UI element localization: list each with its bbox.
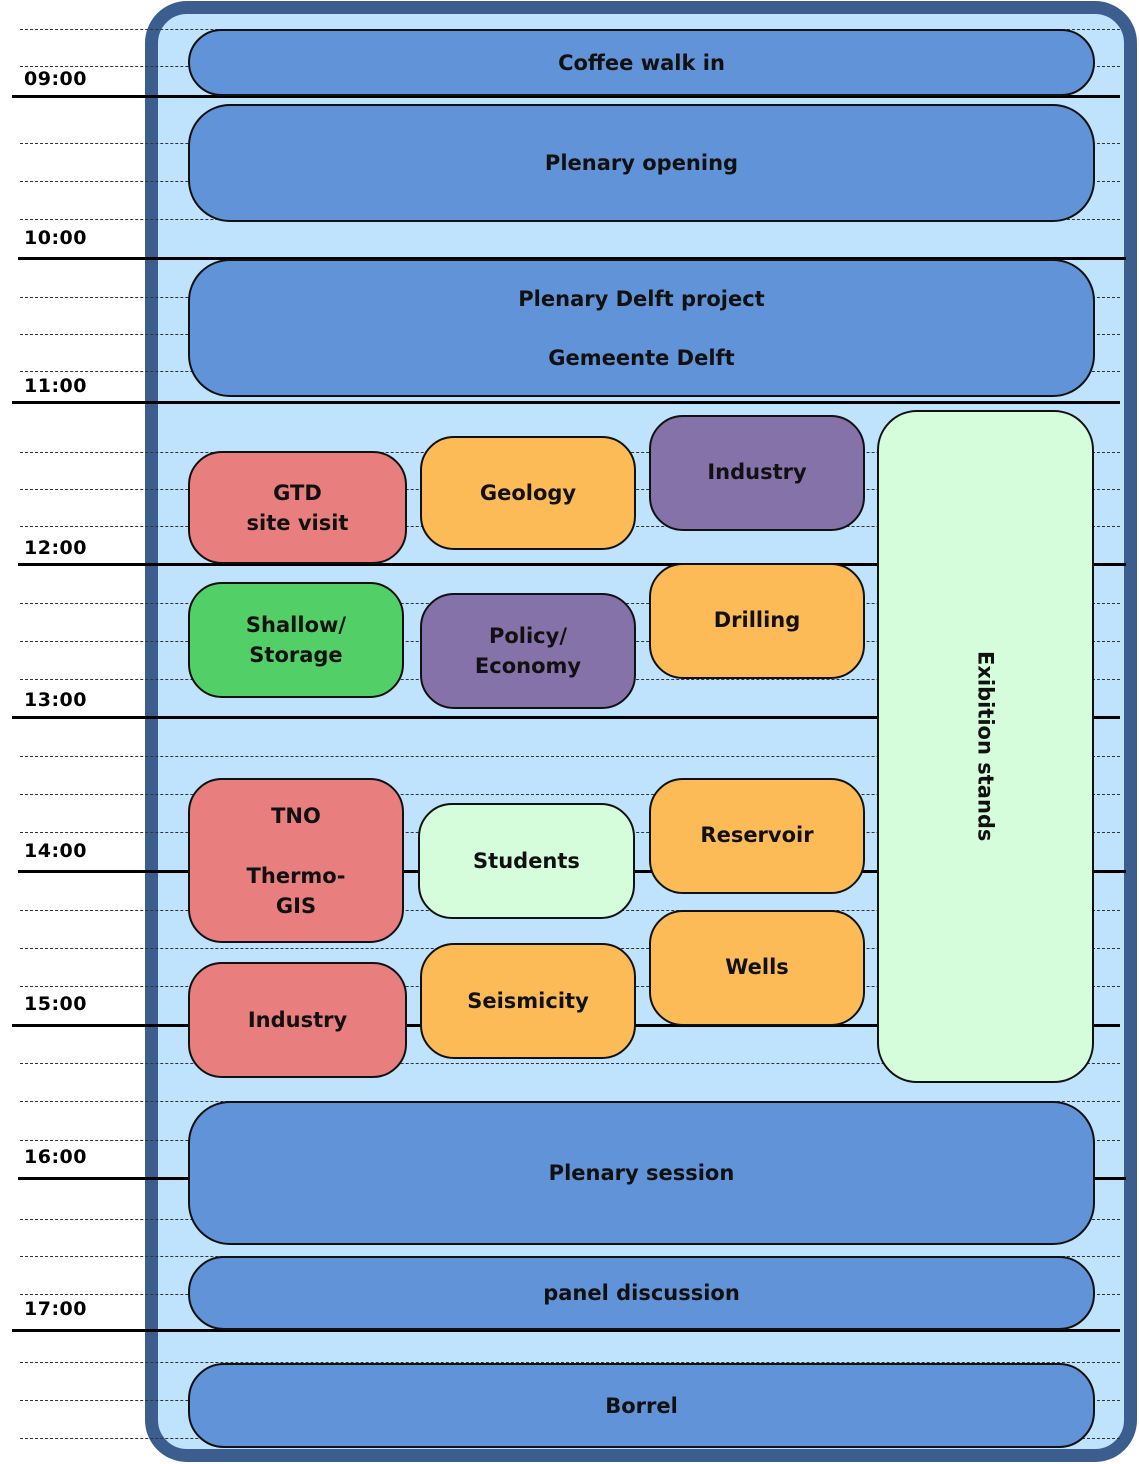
time-label-1700: 17:00 [24,1298,87,1320]
plenary-delft-title: Plenary Delft project [518,286,765,311]
hour-gridline [18,257,1126,260]
quarter-hour-gridline [20,794,1120,795]
time-label-0900: 09:00 [24,68,87,90]
session-label: Policy/ Economy [474,624,582,678]
quarter-hour-gridline [20,1063,1120,1064]
time-label-1500: 15:00 [24,993,87,1015]
session-label: Seismicity [467,989,589,1013]
session-shallow-storage[interactable]: Shallow/ Storage [188,582,404,698]
session-wells[interactable]: Wells [649,910,865,1026]
session-label: Geology [479,481,577,505]
quarter-hour-gridline [20,1362,1120,1363]
session-drilling[interactable]: Drilling [649,563,865,679]
session-label: Wells [725,955,789,979]
session-reservoir[interactable]: Reservoir [649,778,865,894]
coffee-walk-in-label: Coffee walk in [558,50,725,75]
hour-gridline [12,1329,1120,1332]
session-industry-purple[interactable]: Industry [649,415,865,531]
session-tno-thermogis[interactable]: TNO Thermo- GIS [188,778,404,943]
time-label-1000: 10:00 [24,227,87,249]
session-label: GTD site visit [246,480,349,535]
session-policy-economy[interactable]: Policy/ Economy [420,593,636,709]
session-label: Students [473,849,580,873]
session-label: Drilling [713,608,801,632]
hour-gridline [12,401,1120,404]
session-gtd-site-visit[interactable]: GTD site visit [188,451,407,564]
plenary-delft-speaker: Gemeente Delft [548,345,735,370]
exhibition-stands-block[interactable]: Exibition stands [877,410,1094,1083]
borrel-label: Borrel [605,1393,678,1418]
session-label: Reservoir [700,823,814,847]
session-seismicity[interactable]: Seismicity [420,943,636,1059]
time-label-1300: 13:00 [24,689,87,711]
plenary-session-label: Plenary session [548,1161,735,1185]
time-label-1400: 14:00 [24,840,87,862]
session-students[interactable]: Students [418,803,635,919]
session-label: Industry [247,1008,348,1032]
time-label-1200: 12:00 [24,537,87,559]
panel-discussion-block[interactable]: panel discussion [188,1256,1095,1330]
hour-gridline [12,716,1120,719]
time-label-1100: 11:00 [24,375,87,397]
time-label-1600: 16:00 [24,1146,87,1168]
plenary-opening-label: Plenary opening [544,151,739,175]
hour-gridline [12,95,1120,98]
panel-discussion-label: panel discussion [543,1281,740,1305]
plenary-session-block[interactable]: Plenary session [188,1101,1095,1245]
exhibition-stands-label: Exibition stands [973,651,998,842]
session-label: Shallow/ Storage [245,613,347,667]
session-label: Industry [707,460,807,484]
plenary-delft-block[interactable]: Plenary Delft project Gemeente Delft [188,259,1095,397]
session-label: TNO Thermo- GIS [246,803,346,918]
borrel-block[interactable]: Borrel [188,1363,1095,1448]
plenary-opening-block[interactable]: Plenary opening [188,104,1095,222]
hour-gridline [18,563,1126,566]
quarter-hour-gridline [20,756,1120,757]
session-geology[interactable]: Geology [420,436,636,550]
session-industry-red[interactable]: Industry [188,962,407,1078]
coffee-walk-in-block[interactable]: Coffee walk in [188,29,1095,96]
